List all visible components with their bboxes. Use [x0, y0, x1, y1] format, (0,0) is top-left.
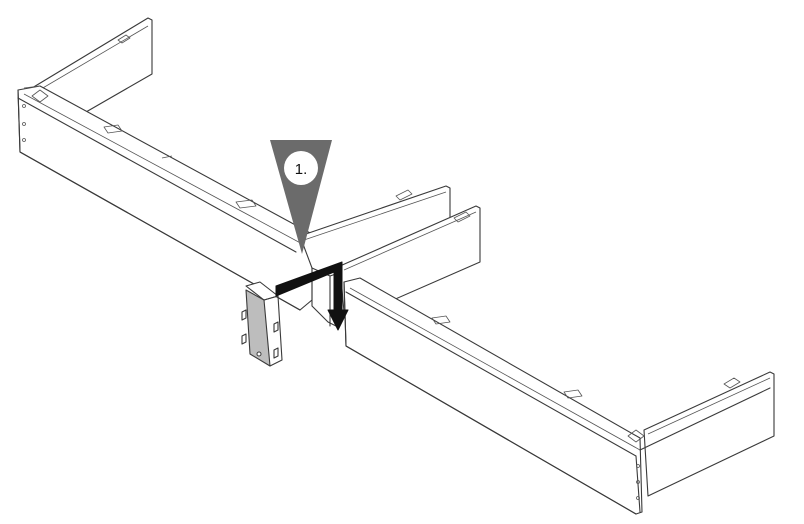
- right-frame-module: [343, 277, 775, 515]
- step-circle: [284, 151, 318, 185]
- step-marker: 1.: [270, 140, 332, 254]
- left-frame-module: [17, 17, 313, 311]
- insertion-arrow: [275, 261, 349, 331]
- connector-plate: [241, 281, 283, 367]
- step-label: 1.: [295, 161, 308, 178]
